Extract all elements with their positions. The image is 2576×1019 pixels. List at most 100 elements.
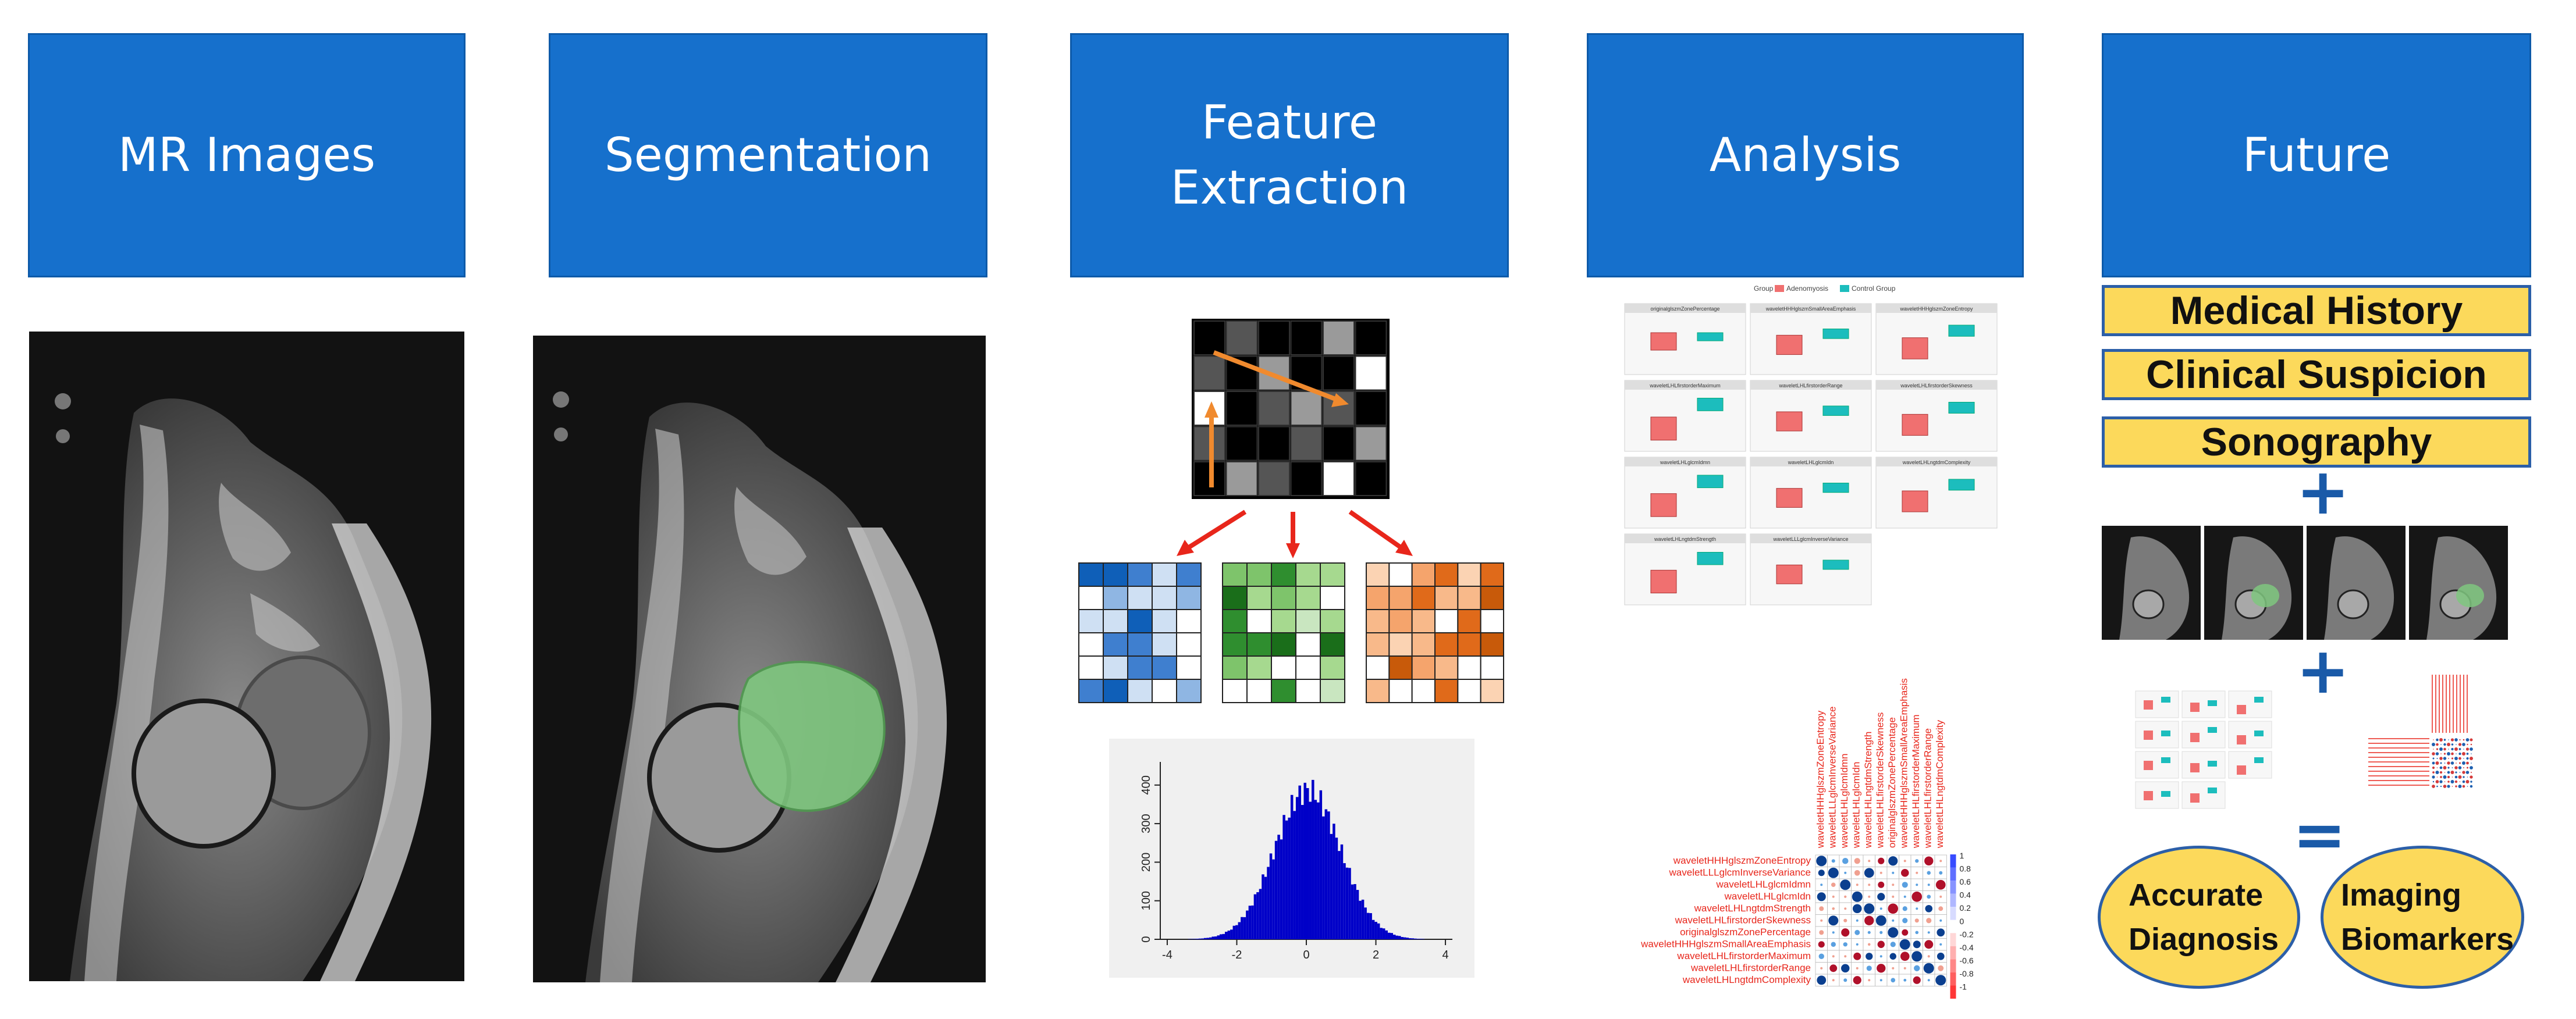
corr-dot	[1939, 943, 1942, 946]
corr-dot	[1903, 895, 1906, 898]
corr-dot	[1891, 978, 1896, 983]
matrix-cell	[1323, 461, 1355, 496]
histogram-bar	[1280, 839, 1283, 939]
corr-dot	[1888, 856, 1898, 866]
matrix-cell	[1388, 609, 1413, 633]
mini-dot	[2456, 763, 2457, 764]
matrix-cell	[1457, 679, 1481, 703]
matrix-cell	[1246, 586, 1272, 610]
histogram-bar	[1230, 929, 1233, 939]
mini-box-a	[2237, 705, 2246, 714]
histogram-bar	[1327, 811, 1330, 939]
histogram-bar	[1335, 838, 1338, 939]
mini-dot	[2433, 749, 2434, 750]
corr-dot	[1818, 870, 1825, 877]
matrix-cell	[1434, 632, 1459, 657]
corr-dot	[1856, 883, 1859, 886]
panel-strip	[1625, 534, 1746, 543]
matrix-cell	[1225, 461, 1258, 496]
mini-dot	[2450, 780, 2454, 783]
histogram-bar	[1209, 937, 1212, 939]
matrix-cell	[1480, 655, 1505, 680]
histogram-bar	[1312, 779, 1314, 939]
x-tick-label: 4	[1442, 949, 1448, 961]
corr-dot	[1866, 965, 1872, 971]
mini-dot	[2462, 785, 2465, 788]
matrix-cell	[1290, 391, 1323, 426]
histogram-bar	[1324, 809, 1328, 939]
panel-strip	[1750, 534, 1871, 543]
box-group-a	[1650, 493, 1677, 517]
mini-dot	[2458, 757, 2461, 760]
mini-box-b	[2208, 700, 2217, 706]
panel-title: originalglszmZonePercentage	[1650, 306, 1719, 312]
mini-dot	[2463, 739, 2465, 741]
mini-dot	[2443, 775, 2447, 779]
mini-dot	[2436, 758, 2438, 759]
corr-dot	[1927, 871, 1931, 875]
mini-box-b	[2161, 791, 2170, 797]
matrix-cell	[1411, 679, 1436, 703]
mini-dot	[2470, 757, 2473, 760]
corr-dot	[1843, 942, 1847, 947]
matrix-cell	[1078, 679, 1104, 703]
future-input-clinical-suspicion: Clinical Suspicion	[2102, 349, 2531, 400]
mini-dot	[2466, 761, 2469, 765]
corr-dot	[1926, 918, 1932, 924]
matrix-cell	[1290, 426, 1323, 461]
mini-panel	[2181, 781, 2226, 809]
mini-dot	[2458, 775, 2462, 779]
mini-dot	[2447, 781, 2450, 783]
mini-dot	[2458, 766, 2462, 769]
mini-dot	[2454, 775, 2458, 779]
corr-dot	[1938, 965, 1944, 971]
mini-dot	[2463, 758, 2464, 759]
histogram-bar	[1269, 853, 1273, 939]
matrix-cell	[1222, 562, 1248, 587]
corr-row-label: waveletLHLglcmIdmn	[1715, 879, 1811, 890]
boxplot-panel	[1624, 533, 1746, 605]
panel-title: waveletLHLfirstorderSkewness	[1900, 383, 1973, 389]
y-tick-label: 100	[1140, 891, 1153, 910]
histogram-bar	[1364, 907, 1367, 939]
matrix-cell	[1457, 632, 1481, 657]
mini-dot	[2462, 752, 2465, 756]
mini-box-b	[2208, 727, 2217, 733]
histogram-bar	[1345, 867, 1349, 939]
step-title-line: Extraction	[1170, 161, 1409, 215]
corr-dot	[1915, 859, 1919, 863]
mini-box-b	[2161, 697, 2170, 703]
corr-dot	[1925, 904, 1933, 913]
box-group-a	[1776, 488, 1803, 508]
matrix-cell	[1225, 426, 1258, 461]
histogram-bar	[1238, 922, 1241, 939]
corr-dot	[1868, 979, 1871, 982]
matrix-cell	[1295, 586, 1321, 610]
corr-dot	[1889, 953, 1896, 960]
mini-panel	[2228, 721, 2272, 749]
mini-dot	[2470, 747, 2473, 751]
mini-dot	[2447, 743, 2450, 746]
corr-column-label: waveletLHLfirstorderMaximum	[1910, 714, 1921, 849]
mini-dot	[2465, 780, 2470, 783]
matrix-cell	[1434, 609, 1459, 633]
histogram-bar	[1404, 937, 1406, 939]
corr-dot	[1892, 895, 1895, 898]
corr-dot	[1820, 883, 1823, 886]
corr-dot	[1892, 967, 1895, 970]
corr-dot	[1888, 927, 1899, 938]
box-group-a	[1650, 332, 1677, 351]
matrix-cell	[1103, 632, 1128, 657]
mini-dot	[2435, 780, 2439, 783]
histogram-bar	[1290, 794, 1294, 939]
corr-dot	[1854, 870, 1860, 876]
corr-dot	[1903, 978, 1907, 982]
matrix-cell	[1246, 655, 1272, 680]
scale-swatch	[1950, 893, 1956, 907]
matrix-cell	[1152, 562, 1177, 587]
mini-panel	[2135, 751, 2179, 779]
histogram-bar	[1377, 923, 1380, 939]
scale-label: 0.6	[1960, 877, 1971, 886]
mini-dot	[2459, 739, 2461, 741]
